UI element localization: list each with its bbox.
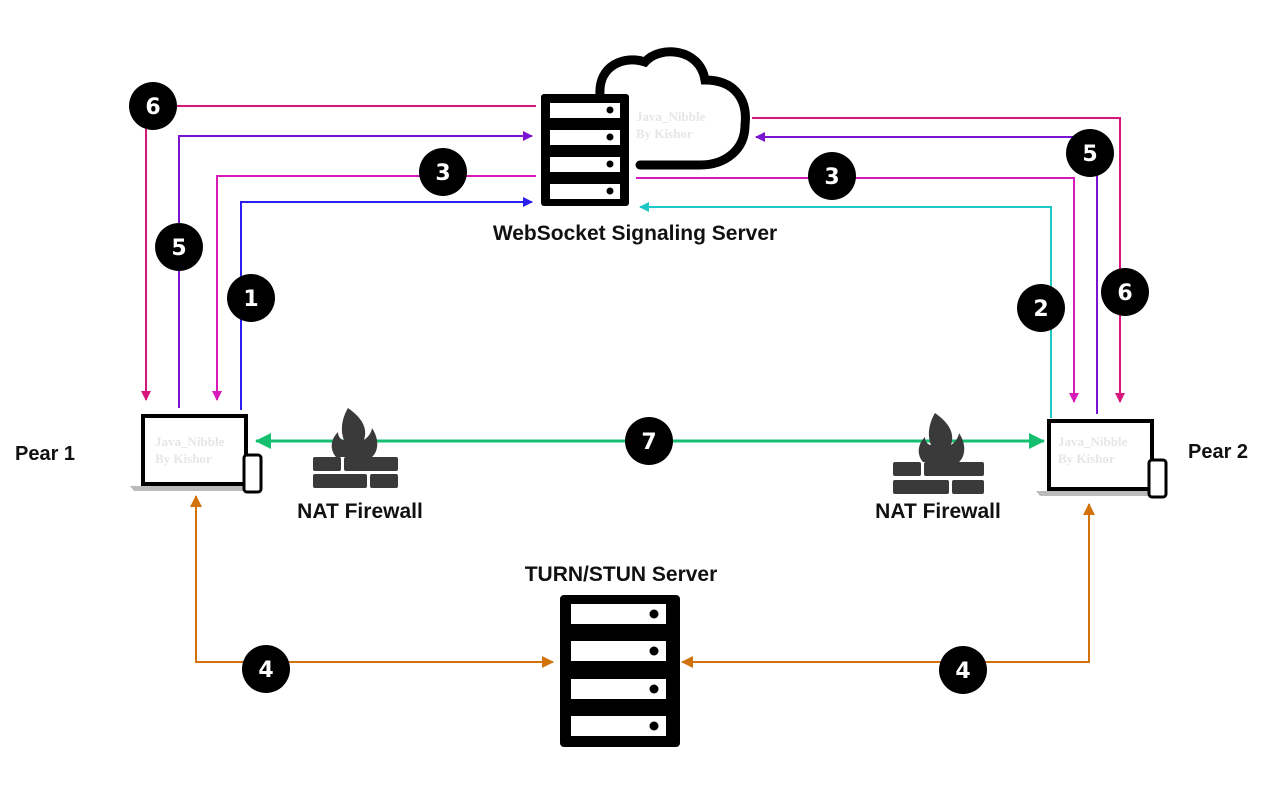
step-badge-2: 2 — [1017, 284, 1065, 332]
svg-text:5: 5 — [171, 236, 186, 261]
connector-step6-left — [141, 105, 536, 401]
step-badge-4-left: 4 — [242, 645, 290, 693]
svg-text:3: 3 — [824, 165, 839, 190]
watermark-line1: Java_Nibble — [1058, 434, 1128, 449]
step-badge-5-right: 5 — [1066, 129, 1114, 177]
svg-text:4: 4 — [955, 659, 970, 684]
step-badge-1: 1 — [227, 274, 275, 322]
turn-server-label: TURN/STUN Server — [525, 563, 718, 586]
peer1-label: Pear 1 — [15, 443, 75, 465]
step-badge-3-left: 3 — [419, 148, 467, 196]
firewall2-icon — [893, 413, 984, 494]
connector-step4-left — [195, 498, 554, 668]
connector-step2 — [639, 202, 1052, 418]
peer1-device-icon[interactable]: Java_Nibble By Kishor — [130, 414, 263, 494]
firewall2-label: NAT Firewall — [875, 500, 1001, 523]
step-badge-3-right: 3 — [808, 152, 856, 200]
step-badge-6-right: 6 — [1101, 268, 1149, 316]
watermark-line2: By Kishor — [1058, 451, 1115, 466]
connector-step6-right — [752, 117, 1125, 403]
svg-text:3: 3 — [435, 161, 450, 186]
peer2-label: Pear 2 — [1188, 441, 1248, 463]
svg-text:5: 5 — [1082, 142, 1097, 167]
svg-text:1: 1 — [243, 287, 258, 312]
step-badge-7: 7 — [625, 417, 673, 465]
firewall1-icon — [313, 408, 398, 488]
connector-step4-right — [681, 510, 1090, 668]
step-badge-4-right: 4 — [939, 646, 987, 694]
peer2-device-icon[interactable]: Java_Nibble By Kishor — [1036, 419, 1168, 499]
svg-text:6: 6 — [145, 95, 160, 120]
signaling-server-label: WebSocket Signaling Server — [493, 222, 777, 245]
svg-text:7: 7 — [641, 430, 656, 455]
svg-text:6: 6 — [1117, 281, 1132, 306]
watermark-line1: Java_Nibble — [155, 434, 225, 449]
svg-text:4: 4 — [258, 658, 273, 683]
connector-step5-left — [178, 131, 533, 408]
step-badge-5-left: 5 — [155, 223, 203, 271]
connector-step3-right — [636, 177, 1079, 403]
watermark-line1: Java_Nibble — [636, 109, 706, 124]
firewall1-label: NAT Firewall — [297, 500, 423, 523]
step-badge-6-left: 6 — [129, 82, 177, 130]
cloud-icon — [595, 47, 750, 170]
connector-step1 — [240, 197, 533, 410]
svg-text:2: 2 — [1033, 297, 1048, 322]
turn-server-icon[interactable] — [560, 595, 680, 747]
watermark-line2: By Kishor — [636, 126, 693, 141]
watermark-line2: By Kishor — [155, 451, 212, 466]
signaling-server-icon[interactable] — [541, 47, 750, 206]
